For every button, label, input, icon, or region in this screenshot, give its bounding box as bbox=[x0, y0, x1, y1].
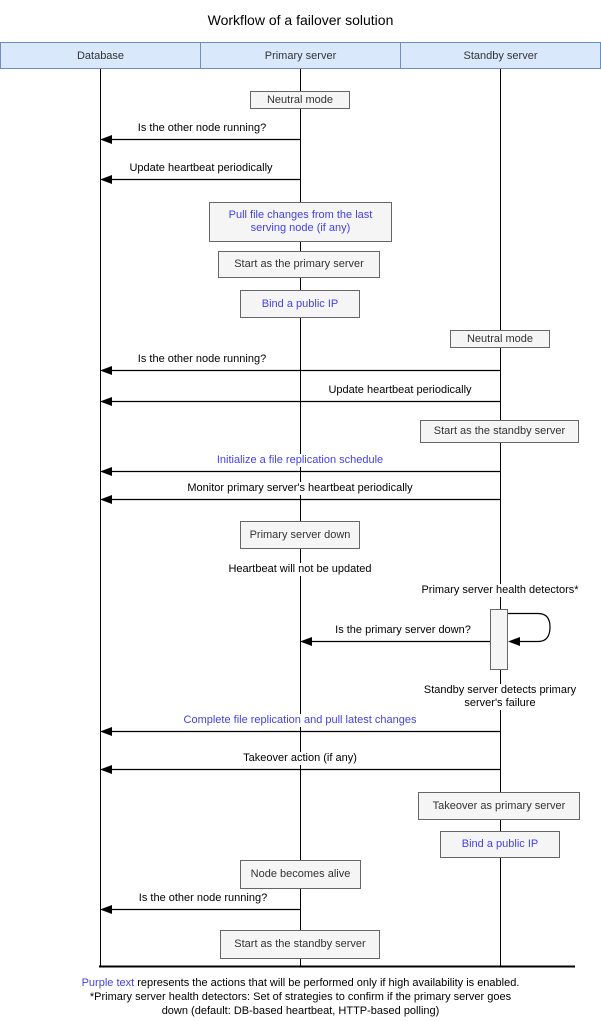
neutral-mode-primary: Neutral mode bbox=[250, 91, 350, 109]
msg-monitor-heartbeat-label: Monitor primary server's heartbeat perio… bbox=[185, 482, 415, 495]
bind-public-ip-standby: Bind a public IP bbox=[440, 831, 560, 858]
actor-header-row: Database Primary server Standby server bbox=[0, 42, 601, 69]
msg-init-replication-arrowhead bbox=[100, 467, 112, 476]
diagram-footnote: Purple text represents the actions that … bbox=[0, 976, 601, 1018]
start-as-standby-again: Start as the standby server bbox=[220, 930, 380, 959]
msg-monitor-heartbeat-arrowhead bbox=[100, 495, 112, 504]
bind-public-ip-primary: Bind a public IP bbox=[240, 290, 360, 318]
msg-is-other-node-running-3-label: Is the other node running? bbox=[136, 892, 270, 905]
msg-update-heartbeat-1-label: Update heartbeat periodically bbox=[127, 162, 275, 175]
msg-update-heartbeat-1-arrowhead bbox=[100, 175, 112, 184]
msg-complete-replication-arrowhead bbox=[100, 727, 112, 736]
diagram-title: Workflow of a failover solution bbox=[207, 12, 394, 28]
msg-takeover-action-arrowhead bbox=[100, 765, 112, 774]
footnote-accent-phrase: Purple text bbox=[81, 977, 135, 989]
footnote-line-1: Purple text represents the actions that … bbox=[81, 977, 520, 989]
msg-is-other-node-running-2-label: Is the other node running? bbox=[135, 353, 269, 366]
self-check-loop-arrowhead bbox=[508, 637, 520, 646]
msg-is-other-node-running-2-arrowhead bbox=[100, 366, 112, 375]
msg-is-other-node-running-3-arrowhead bbox=[100, 905, 112, 914]
primary-server-down: Primary server down bbox=[240, 521, 360, 549]
note-health-detectors: Primary server health detectors* bbox=[421, 584, 579, 597]
footnote-line-3: down (default: DB-based heartbeat, HTTP-… bbox=[161, 1005, 440, 1017]
start-as-primary: Start as the primary server bbox=[218, 251, 380, 278]
node-becomes-alive: Node becomes alive bbox=[240, 860, 361, 889]
takeover-as-primary: Takeover as primary server bbox=[418, 792, 580, 820]
msg-takeover-action-label: Takeover action (if any) bbox=[241, 752, 359, 765]
actor-database: Database bbox=[0, 42, 201, 69]
actor-primary-server: Primary server bbox=[201, 42, 401, 69]
activation-bar bbox=[490, 609, 508, 670]
neutral-mode-standby: Neutral mode bbox=[450, 330, 550, 348]
actor-standby-server: Standby server bbox=[401, 42, 601, 69]
msg-is-other-node-running-1-label: Is the other node running? bbox=[135, 122, 269, 135]
note-heartbeat-not-updated: Heartbeat will not be updated bbox=[228, 563, 372, 576]
msg-update-heartbeat-2-arrowhead bbox=[100, 397, 112, 406]
msg-complete-replication-label: Complete file replication and pull lates… bbox=[181, 714, 419, 727]
start-as-standby-server: Start as the standby server bbox=[420, 420, 579, 443]
msg-init-replication-label: Initialize a file replication schedule bbox=[214, 454, 386, 467]
msg-is-primary-down-label: Is the primary server down? bbox=[333, 624, 473, 637]
msg-update-heartbeat-2-label: Update heartbeat periodically bbox=[326, 384, 474, 397]
self-check-loop-line bbox=[508, 612, 551, 643]
msg-is-primary-down-arrowhead bbox=[300, 637, 312, 646]
msg-is-other-node-running-1-arrowhead bbox=[100, 135, 112, 144]
footnote-line-2: *Primary server health detectors: Set of… bbox=[89, 991, 512, 1003]
